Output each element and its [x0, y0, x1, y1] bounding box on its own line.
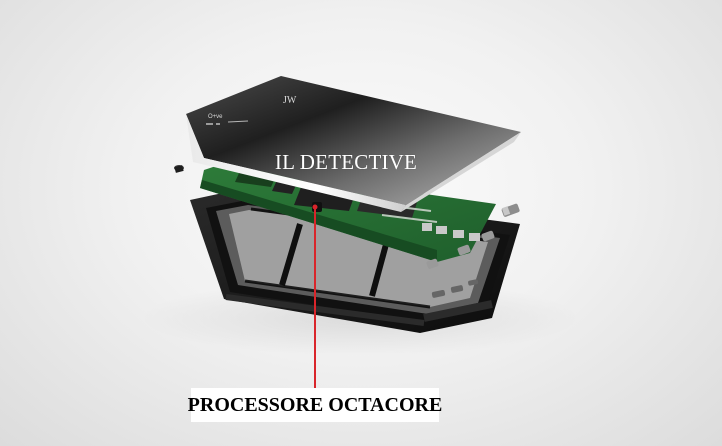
screw-icon — [174, 165, 184, 173]
connector-icon-left — [426, 258, 439, 269]
loose-parts — [174, 165, 520, 269]
connector-icon-mid — [457, 244, 471, 256]
connector-icon-right — [481, 230, 495, 242]
connector-icon-top — [501, 203, 520, 217]
processor-chip — [312, 202, 322, 212]
device-logo-text: JW — [283, 95, 297, 106]
overlay-title: IL DETECTIVE — [274, 150, 418, 174]
processor-callout-label: PROCESSORE OCTACORE — [188, 388, 442, 422]
device-side-text: O+ve — [208, 114, 223, 120]
device-shell: JW O+ve — [186, 76, 521, 212]
